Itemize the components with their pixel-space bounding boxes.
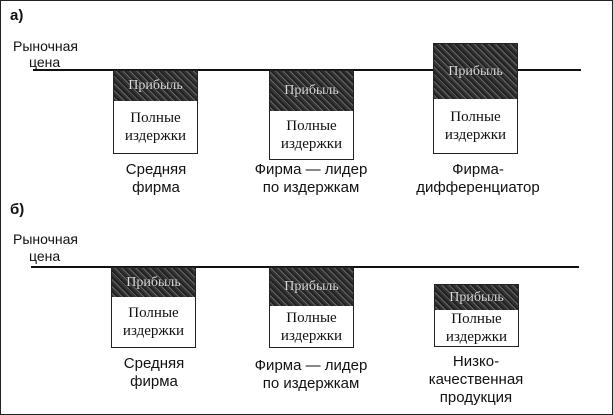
caption-line1: Низко- [452, 353, 500, 370]
caption-line2: по издержкам [262, 375, 360, 392]
panel-label: а) [10, 7, 24, 24]
firm-bar-cost-leader: Прибыль Полные издержки [269, 70, 354, 160]
cost-segment: Полные издержки [112, 297, 195, 347]
cost-segment: Полные издержки [435, 310, 518, 346]
market-price-label-line1: Рыночная [13, 38, 79, 54]
cost-line2: издержки [445, 329, 508, 345]
firm-bar-low-quality: Прибыль Полные издержки [434, 284, 519, 347]
profit-segment: Прибыль [112, 268, 195, 297]
cost-line1: Полные [286, 309, 337, 326]
cost-line1: Полные [451, 311, 502, 327]
firm-bar-differentiator: Прибыль Полные издержки [433, 43, 518, 154]
cost-line1: Полные [130, 110, 181, 126]
caption-line1: Средняя [125, 161, 187, 178]
cost-line1: Полные [450, 109, 501, 125]
panel-label: б) [10, 201, 25, 218]
market-price-label-line2: цена [29, 248, 61, 264]
market-price-label-line2: цена [29, 54, 61, 70]
profit-segment: Прибыль [270, 268, 353, 306]
caption-line1: Фирма — лидер [254, 161, 368, 178]
caption-line2: по издержкам [262, 179, 360, 196]
firm-bar-average: Прибыль Полные издержки [111, 267, 196, 348]
firm-bar-average: Прибыль Полные издержки [113, 70, 198, 154]
cost-line2: издержки [124, 128, 187, 144]
profit-segment: Прибыль [114, 71, 197, 101]
cost-line1: Полные [286, 118, 337, 134]
caption-line3: продукция [439, 389, 513, 406]
firm-caption: Фирма-дифференциатор [398, 161, 558, 197]
caption-line2: качественная [428, 371, 524, 388]
caption-line2: дифференциатор [416, 179, 540, 196]
cost-segment: Полные издержки [434, 99, 517, 153]
cost-line2: издержки [280, 327, 343, 344]
cost-line2: издержки [444, 127, 507, 143]
profit-segment: Прибыль [270, 71, 353, 111]
profit-segment: Прибыль [434, 44, 517, 99]
cost-line2: издержки [280, 136, 343, 152]
cost-segment: Полные издержки [270, 111, 353, 159]
caption-line1: Фирма — лидер [254, 357, 368, 374]
caption-line2: фирма [130, 373, 178, 390]
caption-line2: фирма [132, 179, 180, 196]
cost-line2: издержки [122, 323, 185, 339]
profit-segment: Прибыль [435, 285, 518, 310]
caption-line1: Средняя [123, 355, 185, 372]
cost-segment: Полные издержки [114, 101, 197, 153]
market-price-label-line1: Рыночная [13, 231, 79, 247]
cost-line1: Полные [128, 305, 179, 321]
caption-line1: Фирма- [452, 161, 504, 178]
